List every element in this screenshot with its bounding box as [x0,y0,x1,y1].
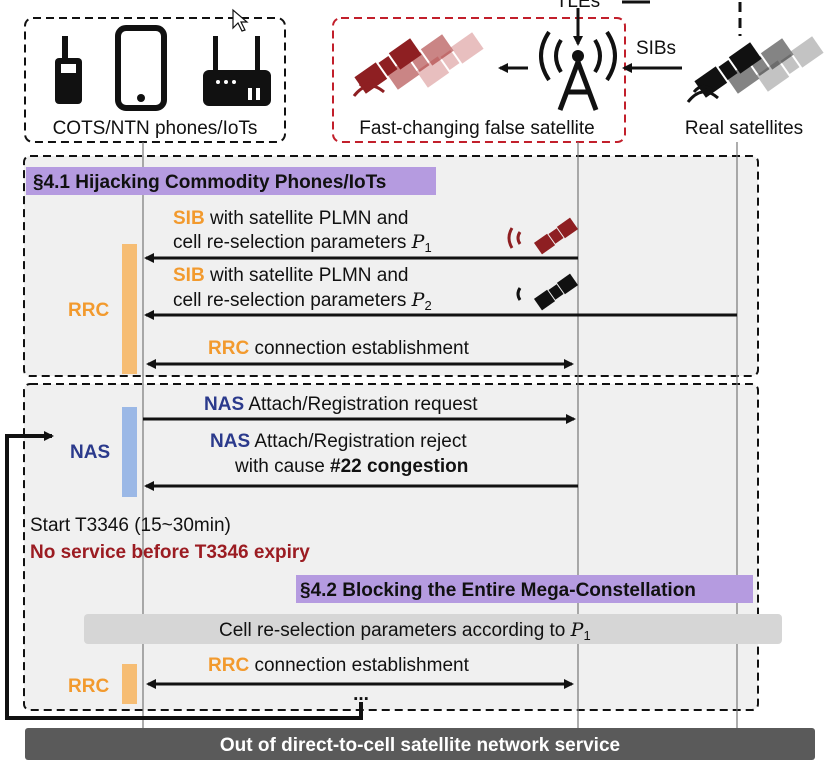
section-1-title: §4.1 Hijacking Commodity Phones/IoTs [33,172,386,193]
router-icon [203,36,271,106]
msg5-line1: NAS Attach/Registration reject [210,431,467,452]
msg6-label: RRC connection establishment [208,655,470,676]
antenna-tower-icon [539,30,617,111]
tles-label: TLEs [556,0,600,12]
rrc-bar-2 [122,664,137,704]
loop-back-arrow [5,431,363,720]
false-satellite-swarm-icon [352,32,484,97]
section-2-title-bg [296,575,753,603]
ues-group-box [24,17,286,143]
section-2-title: §4.2 Blocking the Entire Mega-Constellat… [300,580,696,601]
nas-bar [122,407,137,497]
cell-reselect-bar [84,614,782,644]
msg2-line2: cell re-selection parameters P2 [173,289,432,313]
cursor-icon [232,8,249,32]
msg1-line1: SIB with satellite PLMN and [173,208,409,229]
msg3-label: RRC connection establishment [208,338,470,359]
nas-label: NAS [70,442,110,463]
false-satellite-label: Fast-changing false satellite [359,118,595,139]
no-service-text: No service before T3346 expiry [30,542,310,563]
ues-label: COTS/NTN phones/IoTs [53,118,258,139]
msg1-line2: cell re-selection parameters P1 [173,231,432,255]
footer-bar [25,728,815,760]
msg5-line2: with cause #22 congestion [234,456,468,477]
footer-text: Out of direct-to-cell satellite network … [220,735,620,756]
real-satellites-icon [686,2,824,103]
rrc-bar [122,244,137,374]
ellipsis: ... [353,684,369,705]
sibs-label: SIBs [636,38,676,59]
real-satellite-small-icon [516,273,579,311]
false-satellite-box [332,17,626,143]
msg2-line1: SIB with satellite PLMN and [173,265,409,286]
section-1-box [23,155,759,377]
cell-reselect-text: Cell re-selection parameters according t… [219,619,591,643]
smartphone-icon [115,25,167,111]
walkie-talkie-icon [55,36,82,104]
false-satellite-small-icon [507,217,579,255]
timer-text: Start T3346 (15~30min) [30,515,231,536]
section-1-title-bg [26,167,436,195]
real-satellites-label: Real satellites [685,118,803,139]
rrc-label: RRC [68,300,109,321]
rrc-label-2: RRC [68,676,109,697]
msg4-label: NAS Attach/Registration request [204,394,478,415]
